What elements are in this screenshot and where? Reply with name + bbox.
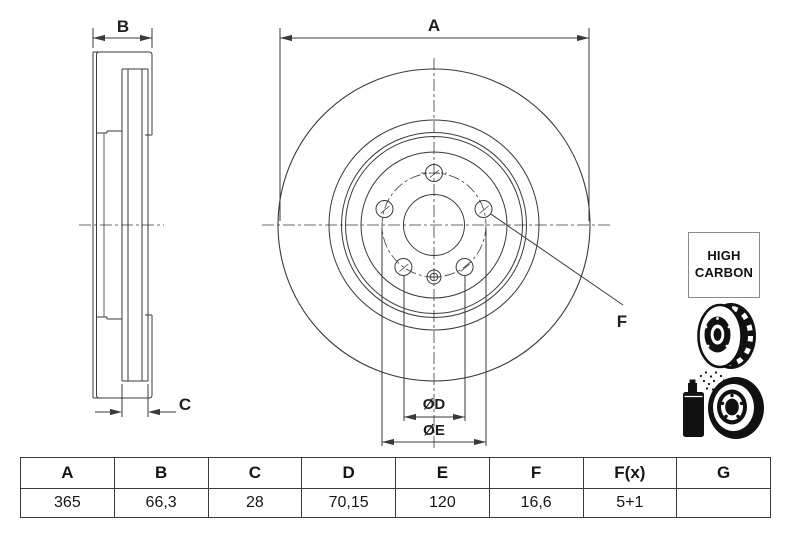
spec-header-d: D <box>301 457 396 489</box>
spec-header-e: E <box>395 457 490 489</box>
hole-ref-label: F <box>617 312 627 331</box>
dim-d-label: ØD <box>423 396 446 413</box>
high-carbon-line1: HIGH <box>707 248 741 264</box>
dim-e <box>381 228 487 446</box>
spec-value-a: 365 <box>20 488 115 518</box>
high-carbon-line2: CARBON <box>694 265 754 280</box>
side-view <box>79 51 164 399</box>
spec-header-c: C <box>207 457 303 489</box>
spec-header-a: A <box>20 457 115 489</box>
dim-a-label: A <box>428 16 440 35</box>
spec-value-f: 16,6 <box>488 488 584 518</box>
spec-header-g: G <box>676 457 771 489</box>
vented-disc-icon <box>697 303 756 369</box>
spec-value-e: 120 <box>395 488 490 518</box>
dim-a <box>279 28 590 221</box>
front-view <box>262 58 610 450</box>
spec-table-value-row: 365 66,3 28 70,15 120 16,6 5+1 <box>20 488 771 518</box>
dim-c-label: C <box>179 395 191 414</box>
spec-header-fx: F(x) <box>582 457 678 489</box>
dim-b <box>92 28 153 48</box>
coated-disc-spray-icon <box>683 371 764 439</box>
hole-ref-leader <box>490 213 624 306</box>
spec-header-b: B <box>113 457 209 489</box>
spec-value-g <box>676 488 771 518</box>
dim-c <box>95 384 176 417</box>
spec-header-f: F <box>488 457 584 489</box>
dim-b-label: B <box>117 17 129 36</box>
spec-table: A B C D E F F(x) G 365 66,3 28 70,15 120… <box>20 457 771 518</box>
spec-value-b: 66,3 <box>113 488 209 518</box>
spec-value-fx: 5+1 <box>582 488 678 518</box>
spec-value-d: 70,15 <box>301 488 396 518</box>
spec-value-c: 28 <box>207 488 303 518</box>
dim-e-label: ØE <box>423 422 445 439</box>
high-carbon-badge: HIGH CARBON <box>688 232 760 298</box>
spec-table-header-row: A B C D E F F(x) G <box>20 457 771 489</box>
dim-d <box>403 276 466 421</box>
